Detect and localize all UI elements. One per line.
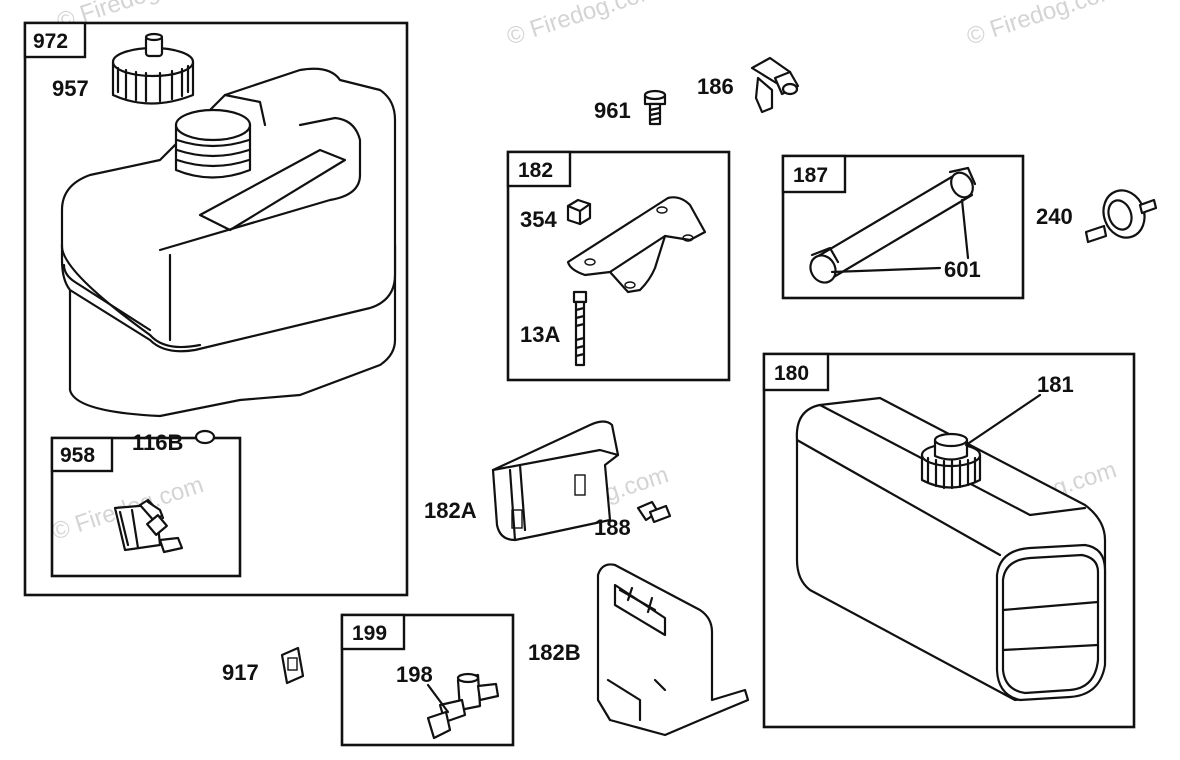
metal-fuel-tank-180 [795, 396, 1107, 702]
part-182a-label: 182A [424, 498, 477, 523]
group-182: 182 354 13A [506, 150, 731, 382]
part-198-label: 198 [396, 662, 433, 687]
group-199-frame [340, 613, 515, 747]
part-917-label: 917 [222, 660, 259, 685]
bracket-182 [566, 196, 707, 294]
part-601-label: 601 [944, 257, 981, 282]
part-188-label: 188 [594, 515, 631, 540]
group-199-tag [340, 613, 406, 651]
tank-cap-181 [920, 432, 982, 490]
group-972-tag [23, 21, 87, 59]
leader-601-lower [830, 266, 942, 274]
watermark-top-right: © Firedog.com [964, 0, 1122, 51]
group-180-label: 180 [774, 362, 809, 385]
group-958: 958 116B [50, 429, 242, 578]
part-182b-label: 182B [528, 640, 581, 665]
part-957-label: 957 [52, 76, 89, 101]
group-180: 180 181 [762, 352, 1136, 729]
group-180-frame [762, 352, 1136, 729]
bracket-182a [491, 420, 620, 542]
watermark-top-center: © Firedog.com [504, 0, 662, 51]
group-182-label: 182 [518, 159, 553, 182]
group-972: 972 957 958 116 [23, 21, 409, 597]
group-958-label: 958 [60, 444, 95, 467]
group-182-tag [506, 150, 572, 188]
group-187: 187 601 [781, 154, 1025, 300]
group-187-label: 187 [793, 164, 828, 187]
leader-181 [964, 393, 1042, 447]
fuel-tank [60, 67, 397, 418]
clip-917 [280, 646, 305, 685]
leader-601-upper [960, 198, 970, 260]
part-240-label: 240 [1036, 204, 1073, 229]
group-182-frame [506, 150, 731, 382]
part-354-label: 354 [520, 207, 557, 232]
group-187-frame [781, 154, 1025, 300]
screw-961 [643, 89, 667, 126]
fuel-cap-957 [111, 32, 195, 105]
group-958-tag [50, 436, 114, 473]
bracket-182b [596, 563, 750, 737]
group-958-frame [50, 436, 242, 578]
part-961-label: 961 [594, 98, 631, 123]
fuel-shutoff-valve-116b [113, 429, 216, 554]
group-972-label: 972 [33, 30, 68, 53]
screw-188 [636, 500, 672, 524]
group-180-tag [762, 352, 830, 392]
part-13a-label: 13A [520, 322, 560, 347]
leader-198 [426, 683, 450, 714]
elbow-fitting-186 [750, 56, 800, 114]
shutoff-valve-198 [426, 672, 500, 740]
group-972-frame [23, 21, 409, 597]
fuel-line-187 [809, 166, 977, 284]
group-187-tag [781, 154, 847, 194]
part-116b-label: 116B [132, 430, 183, 455]
stud-13a [572, 290, 588, 367]
nut-354 [566, 198, 592, 226]
group-199-label: 199 [352, 622, 387, 645]
part-186-label: 186 [697, 74, 734, 99]
fuel-filter-240 [1084, 189, 1158, 244]
group-199: 199 198 [340, 613, 515, 747]
part-181-label: 181 [1037, 372, 1074, 397]
